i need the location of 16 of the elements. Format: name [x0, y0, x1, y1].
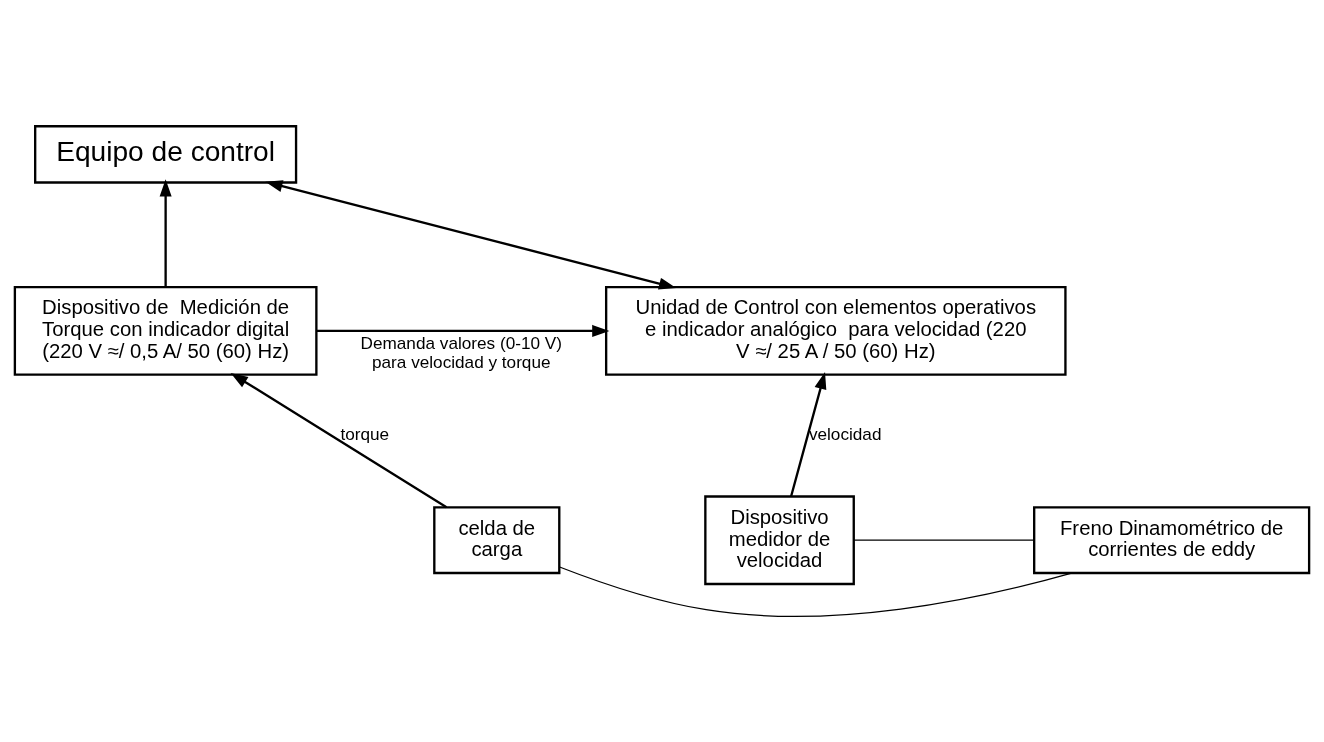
connector [853, 539, 1035, 541]
node-box: Unidad de Control con elementos operativos e indicador analógico para velocidad (220 V ≈/ 25 A / 50 (60) Hz) [605, 285, 1067, 376]
node-box: celda de carga [433, 505, 561, 574]
node-box: Freno Dinamométrico de corrientes de eddy [1033, 505, 1311, 574]
arrow [316, 324, 610, 337]
node-box: Equipo de control [34, 124, 298, 184]
edge-label: torque [340, 423, 390, 444]
node-box: Dispositivo de Medición de Torque con indicador digital (220 V ≈/ 0,5 A/ 50 (60) Hz) [13, 285, 318, 376]
edge-label: Demanda valores (0-10 V) para velocidad y torque [360, 332, 562, 372]
arrow [230, 372, 448, 508]
node-box: Dispositivo medidor de velocidad [704, 494, 855, 585]
arrow [789, 371, 827, 497]
arrow [159, 178, 172, 287]
connector [558, 565, 1073, 617]
edge-label: velocidad [808, 423, 882, 444]
arrow [265, 179, 677, 290]
